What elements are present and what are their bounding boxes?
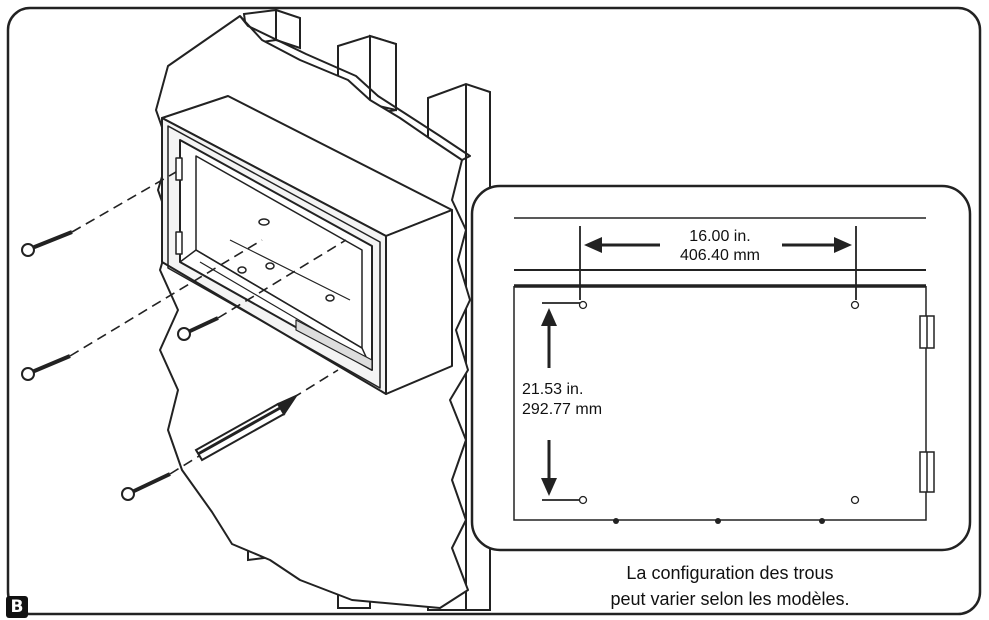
width-in-label: 16.00 in. [689, 228, 750, 245]
caption-line-2: peut varier selon les modèles. [610, 589, 850, 609]
width-mm-label: 406.40 mm [680, 247, 760, 264]
inset-frame [470, 184, 972, 552]
pencil-icon [194, 393, 299, 462]
screw-1 [21, 171, 177, 257]
caption-line-1: La configuration des trous [626, 563, 834, 583]
height-mm-label: 292.77 mm [522, 401, 602, 418]
height-in-label: 21.53 in. [522, 381, 583, 398]
figure-label-badge: B [6, 596, 28, 618]
screws [21, 171, 347, 501]
screw-2 [21, 239, 263, 381]
recessed-box [161, 95, 453, 395]
detail-inset: 16.00 in. 406.40 mm 21.53 in. 292.77 mm [470, 184, 972, 552]
screw-3 [177, 239, 347, 341]
